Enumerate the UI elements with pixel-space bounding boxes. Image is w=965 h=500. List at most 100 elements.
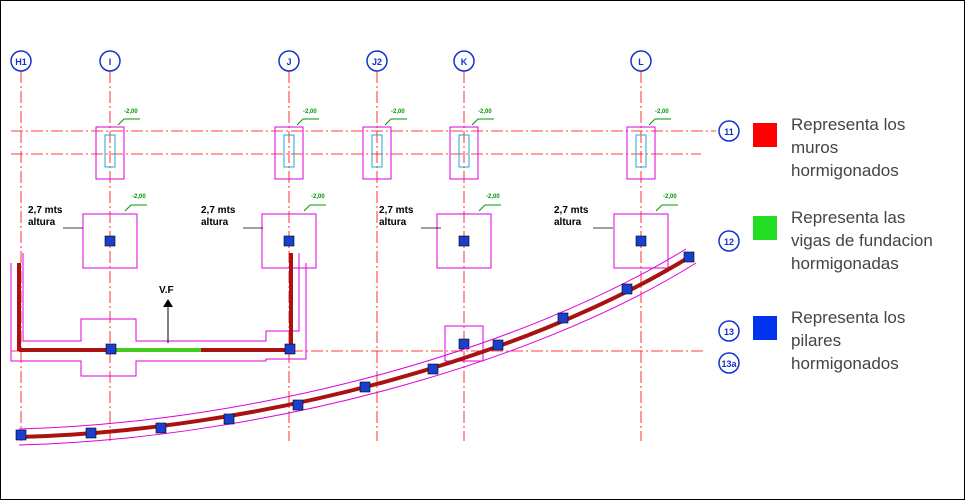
level-tag: -2,00 [311, 194, 325, 200]
pillar [292, 399, 304, 411]
grid-label-J2: J2 [372, 57, 382, 67]
level-tag-leader [296, 118, 319, 126]
level-tag: -2,00 [391, 109, 405, 115]
level-tag-leader [384, 118, 407, 126]
height-label-line2: altura [28, 217, 56, 228]
grid-label-12: 12 [724, 237, 734, 247]
legend-line: Representa los [791, 308, 906, 327]
height-label-line2: altura [554, 217, 582, 228]
grid-label-13a: 13a [721, 359, 737, 369]
pillar [105, 343, 117, 355]
pillar [359, 381, 371, 393]
level-tag-leader [478, 204, 501, 212]
footing-inner [283, 134, 295, 168]
height-label-line1: 2,7 mts [554, 205, 589, 216]
pillar [427, 363, 439, 375]
footing-outline [613, 213, 669, 269]
level-tag-leader [471, 118, 494, 126]
grid-label-L: L [638, 57, 644, 67]
legend-line: hormigonados [791, 161, 899, 180]
height-label-line2: altura [379, 217, 407, 228]
wall-outline [10, 263, 307, 377]
grid-label-H1: H1 [15, 57, 27, 67]
grid-label-I: I [109, 57, 112, 67]
pillar [223, 413, 235, 425]
grid-label-13: 13 [724, 327, 734, 337]
grid-label-K: K [461, 57, 468, 67]
grid-bubble-11 [718, 120, 740, 142]
footing-outline [444, 325, 484, 362]
wall-outline [22, 253, 300, 342]
pillar [635, 235, 647, 247]
footing-outline [449, 126, 479, 180]
grid-bubble-13 [718, 320, 740, 342]
legend-swatch-beams [753, 216, 777, 240]
pillar [458, 338, 470, 350]
level-tag-leader [303, 204, 326, 212]
legend-text-pillars: Representa los pilares hormigonados [791, 306, 905, 375]
footing-outline [436, 213, 492, 269]
curved-concrete-wall [18, 254, 693, 439]
legend-swatch-pillars [753, 316, 777, 340]
pillar [283, 235, 295, 247]
legend-text-beams: Representa las vigas de fundacion hormig… [791, 206, 933, 275]
level-tag: -2,00 [132, 194, 146, 200]
height-label-line2: altura [201, 217, 229, 228]
footing-inner [104, 134, 116, 168]
grid-bubble-L [630, 50, 652, 72]
level-tag: -2,00 [663, 194, 677, 200]
grid-bubble-I [99, 50, 121, 72]
legend-line: hormigonados [791, 354, 899, 373]
vf-label: V.F [159, 285, 174, 296]
legend-line: hormigonadas [791, 254, 899, 273]
vf-arrowhead [163, 299, 173, 307]
level-tag-leader [117, 118, 140, 126]
grid-label-11: 11 [724, 127, 734, 137]
footing-outline [362, 126, 392, 180]
footing-inner [371, 134, 383, 168]
height-label-line1: 2,7 mts [201, 205, 236, 216]
footing-outline [274, 126, 304, 180]
grid-bubble-13a [718, 352, 740, 374]
level-tag-leader [648, 118, 671, 126]
level-tag: -2,00 [303, 109, 317, 115]
curved-wall-outline [18, 248, 687, 430]
level-tag: -2,00 [486, 194, 500, 200]
footing-outline [626, 126, 656, 180]
legend-line: Representa las [791, 208, 906, 227]
legend-text-walls: Representa los muros hormigonados [791, 113, 905, 182]
level-tag: -2,00 [124, 109, 138, 115]
pillar [683, 251, 695, 263]
level-tag: -2,00 [478, 109, 492, 115]
grid-bubble-12 [718, 230, 740, 252]
grid-bubble-H1 [10, 50, 32, 72]
footing-outline [95, 126, 125, 180]
level-tag-leader [124, 204, 147, 212]
curved-wall-outline [18, 262, 697, 446]
legend-line: pilares [791, 331, 842, 350]
footing-inner [458, 134, 470, 168]
footing-outline [82, 213, 138, 269]
pillar [155, 422, 167, 434]
pillar [85, 427, 97, 439]
height-label-line1: 2,7 mts [379, 205, 414, 216]
level-tag: -2,00 [655, 109, 669, 115]
pillar [492, 339, 504, 351]
legend-swatch-walls [753, 123, 777, 147]
grid-bubble-J2 [366, 50, 388, 72]
pillar [15, 429, 27, 441]
pillar [557, 312, 569, 324]
height-label-line1: 2,7 mts [28, 205, 63, 216]
level-tag-leader [655, 204, 678, 212]
legend-line: Representa los [791, 115, 906, 134]
pillar [104, 235, 116, 247]
grid-label-J: J [286, 57, 291, 67]
legend-line: muros [791, 138, 839, 157]
pillar [458, 235, 470, 247]
grid-bubble-K [453, 50, 475, 72]
footing-inner [635, 134, 647, 168]
legend-line: vigas de fundacion [791, 231, 933, 250]
pillar [284, 343, 296, 355]
